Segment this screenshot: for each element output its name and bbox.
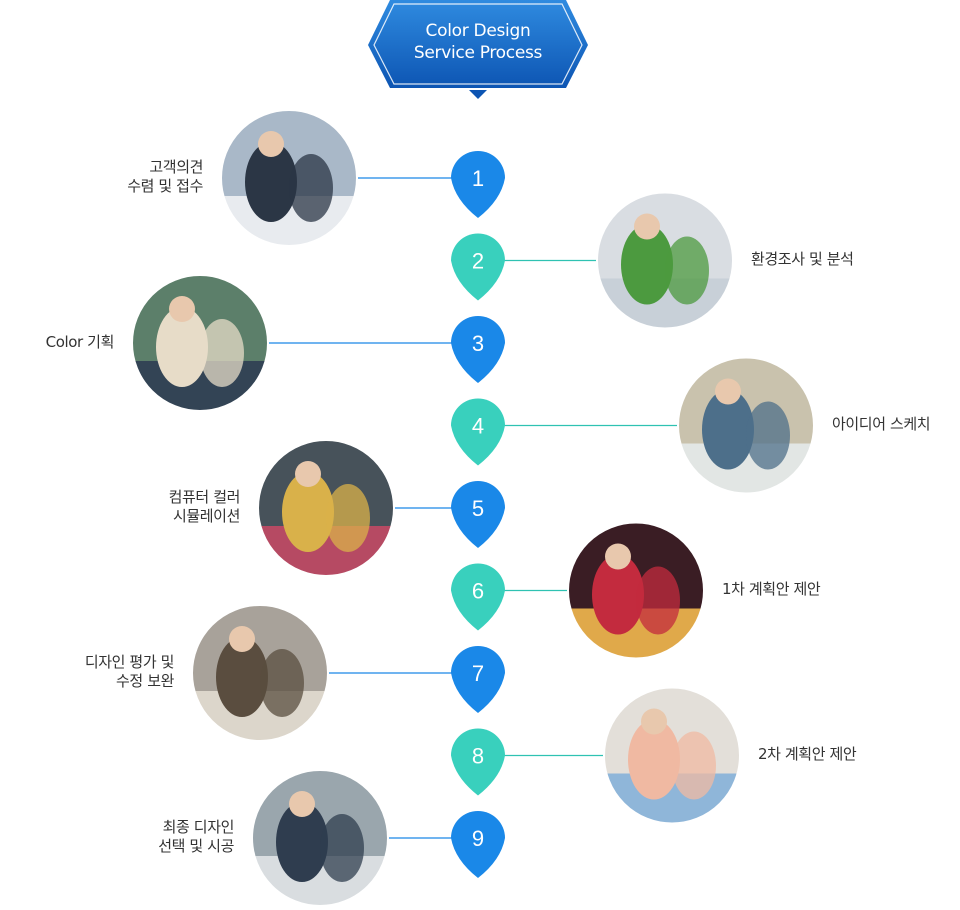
team-laptop-photo-icon: [132, 275, 268, 411]
step-number: 7: [472, 661, 484, 686]
step-marker-pin-icon: [451, 646, 505, 713]
step-marker-pin-icon: [451, 563, 505, 631]
step-label: 컴퓨터 컬러 시뮬레이션: [168, 488, 241, 525]
step-label: 최종 디자인 선택 및 시공: [158, 818, 234, 855]
color-swatches-photo-icon: [258, 440, 394, 576]
step-label: 아이디어 스케치: [832, 415, 931, 433]
step-number: 4: [472, 414, 484, 439]
step-label: 2차 계획안 제안: [758, 745, 857, 763]
step-label: 환경조사 및 분석: [751, 250, 854, 268]
hexagon-badge-shape: [368, 0, 588, 99]
photo-frame: [596, 191, 734, 330]
step-marker-pin-icon: [451, 728, 505, 796]
step-number: 8: [472, 744, 484, 769]
team-review-photo-icon: [192, 605, 328, 741]
process-step: 3: [131, 274, 505, 412]
step-marker-pin-icon: [451, 233, 505, 301]
process-step: 8: [451, 686, 741, 825]
step-number: 3: [472, 331, 484, 356]
step-label: Color 기획: [45, 332, 115, 351]
title-line-1: Color Design: [425, 21, 531, 41]
photo-frame: [677, 356, 815, 495]
photo-frame: [603, 686, 741, 825]
photo-frame: [251, 769, 389, 907]
title-badge: Color Design Service Process: [366, 0, 590, 100]
color-fan-deck-photo-icon: [568, 522, 704, 659]
badge-pointer-icon: [469, 90, 487, 99]
step-number: 1: [472, 166, 484, 191]
step-marker-pin-icon: [451, 151, 505, 218]
step-number: 2: [472, 249, 484, 274]
process-step: 4: [451, 356, 815, 495]
step-marker-pin-icon: [451, 316, 505, 383]
step-marker-pin-icon: [451, 481, 505, 548]
page-title: Color Design Service Process: [366, 20, 590, 64]
step-label: 1차 계획안 제안: [722, 580, 821, 598]
step-number: 5: [472, 496, 484, 521]
step-number: 9: [472, 826, 484, 851]
chart-analysis-photo-icon: [597, 192, 733, 329]
step-label: 디자인 평가 및 수정 보완: [84, 653, 175, 690]
step-marker-pin-icon: [451, 398, 505, 466]
process-step: 7: [191, 604, 505, 742]
color-wheel-photo-icon: [604, 687, 740, 824]
photo-frame: [191, 604, 329, 742]
step-marker-pin-icon: [451, 811, 505, 878]
business-meeting-photo-icon: [221, 110, 357, 246]
process-step: 6: [451, 521, 705, 660]
process-step: 5: [257, 439, 505, 577]
photo-frame: [257, 439, 395, 577]
photo-frame: [220, 109, 358, 247]
title-line-2: Service Process: [413, 43, 543, 63]
architecture-sketch-photo-icon: [678, 357, 814, 494]
photo-frame: [567, 521, 705, 660]
photo-frame: [131, 274, 269, 412]
process-step: 9: [251, 769, 505, 907]
construction-photo-icon: [252, 770, 388, 906]
step-label: 고객의견 수렴 및 접수: [127, 158, 203, 195]
step-number: 6: [472, 579, 484, 604]
